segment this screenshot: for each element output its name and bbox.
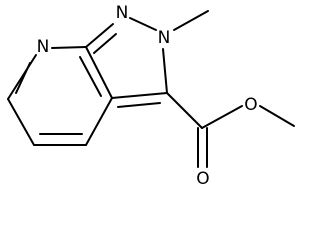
bond-n1-n2 (129, 17, 157, 31)
bond-methoxy-o-methyl (259, 105, 295, 127)
bond-c6-c5 (7, 98, 35, 146)
bond-pyridine-n-c7a (51, 46, 87, 49)
bond-c3-c3a-inner (117, 102, 161, 108)
atom-carbonyl-o: O (196, 169, 209, 189)
bond-c7a-n1-inner (93, 33, 117, 54)
bond-c7a-n1 (85, 23, 114, 48)
bond-c4-c3a (85, 97, 113, 146)
bond-n2-methyl (173, 10, 209, 31)
bond-c3-c3a (111, 92, 168, 99)
bond-pyridine-n-c6 (7, 54, 37, 100)
molecule-structure: N N N O O (7, 3, 295, 189)
atom-pyrazole-n2: N (158, 28, 171, 48)
bond-c3a-c7a (85, 46, 113, 99)
bond-c3-carbonyl-c (166, 92, 203, 129)
bond-c3a-c7a-inner (79, 56, 102, 97)
bond-carbonyl-c-methoxy-o (201, 105, 243, 129)
atom-pyrazole-n1: N (116, 3, 129, 23)
atom-pyridine-n: N (37, 37, 50, 57)
bond-pyridine-n-c6-inner (15, 62, 31, 94)
atom-methoxy-o: O (244, 95, 257, 115)
bond-n2-c3 (162, 48, 168, 94)
